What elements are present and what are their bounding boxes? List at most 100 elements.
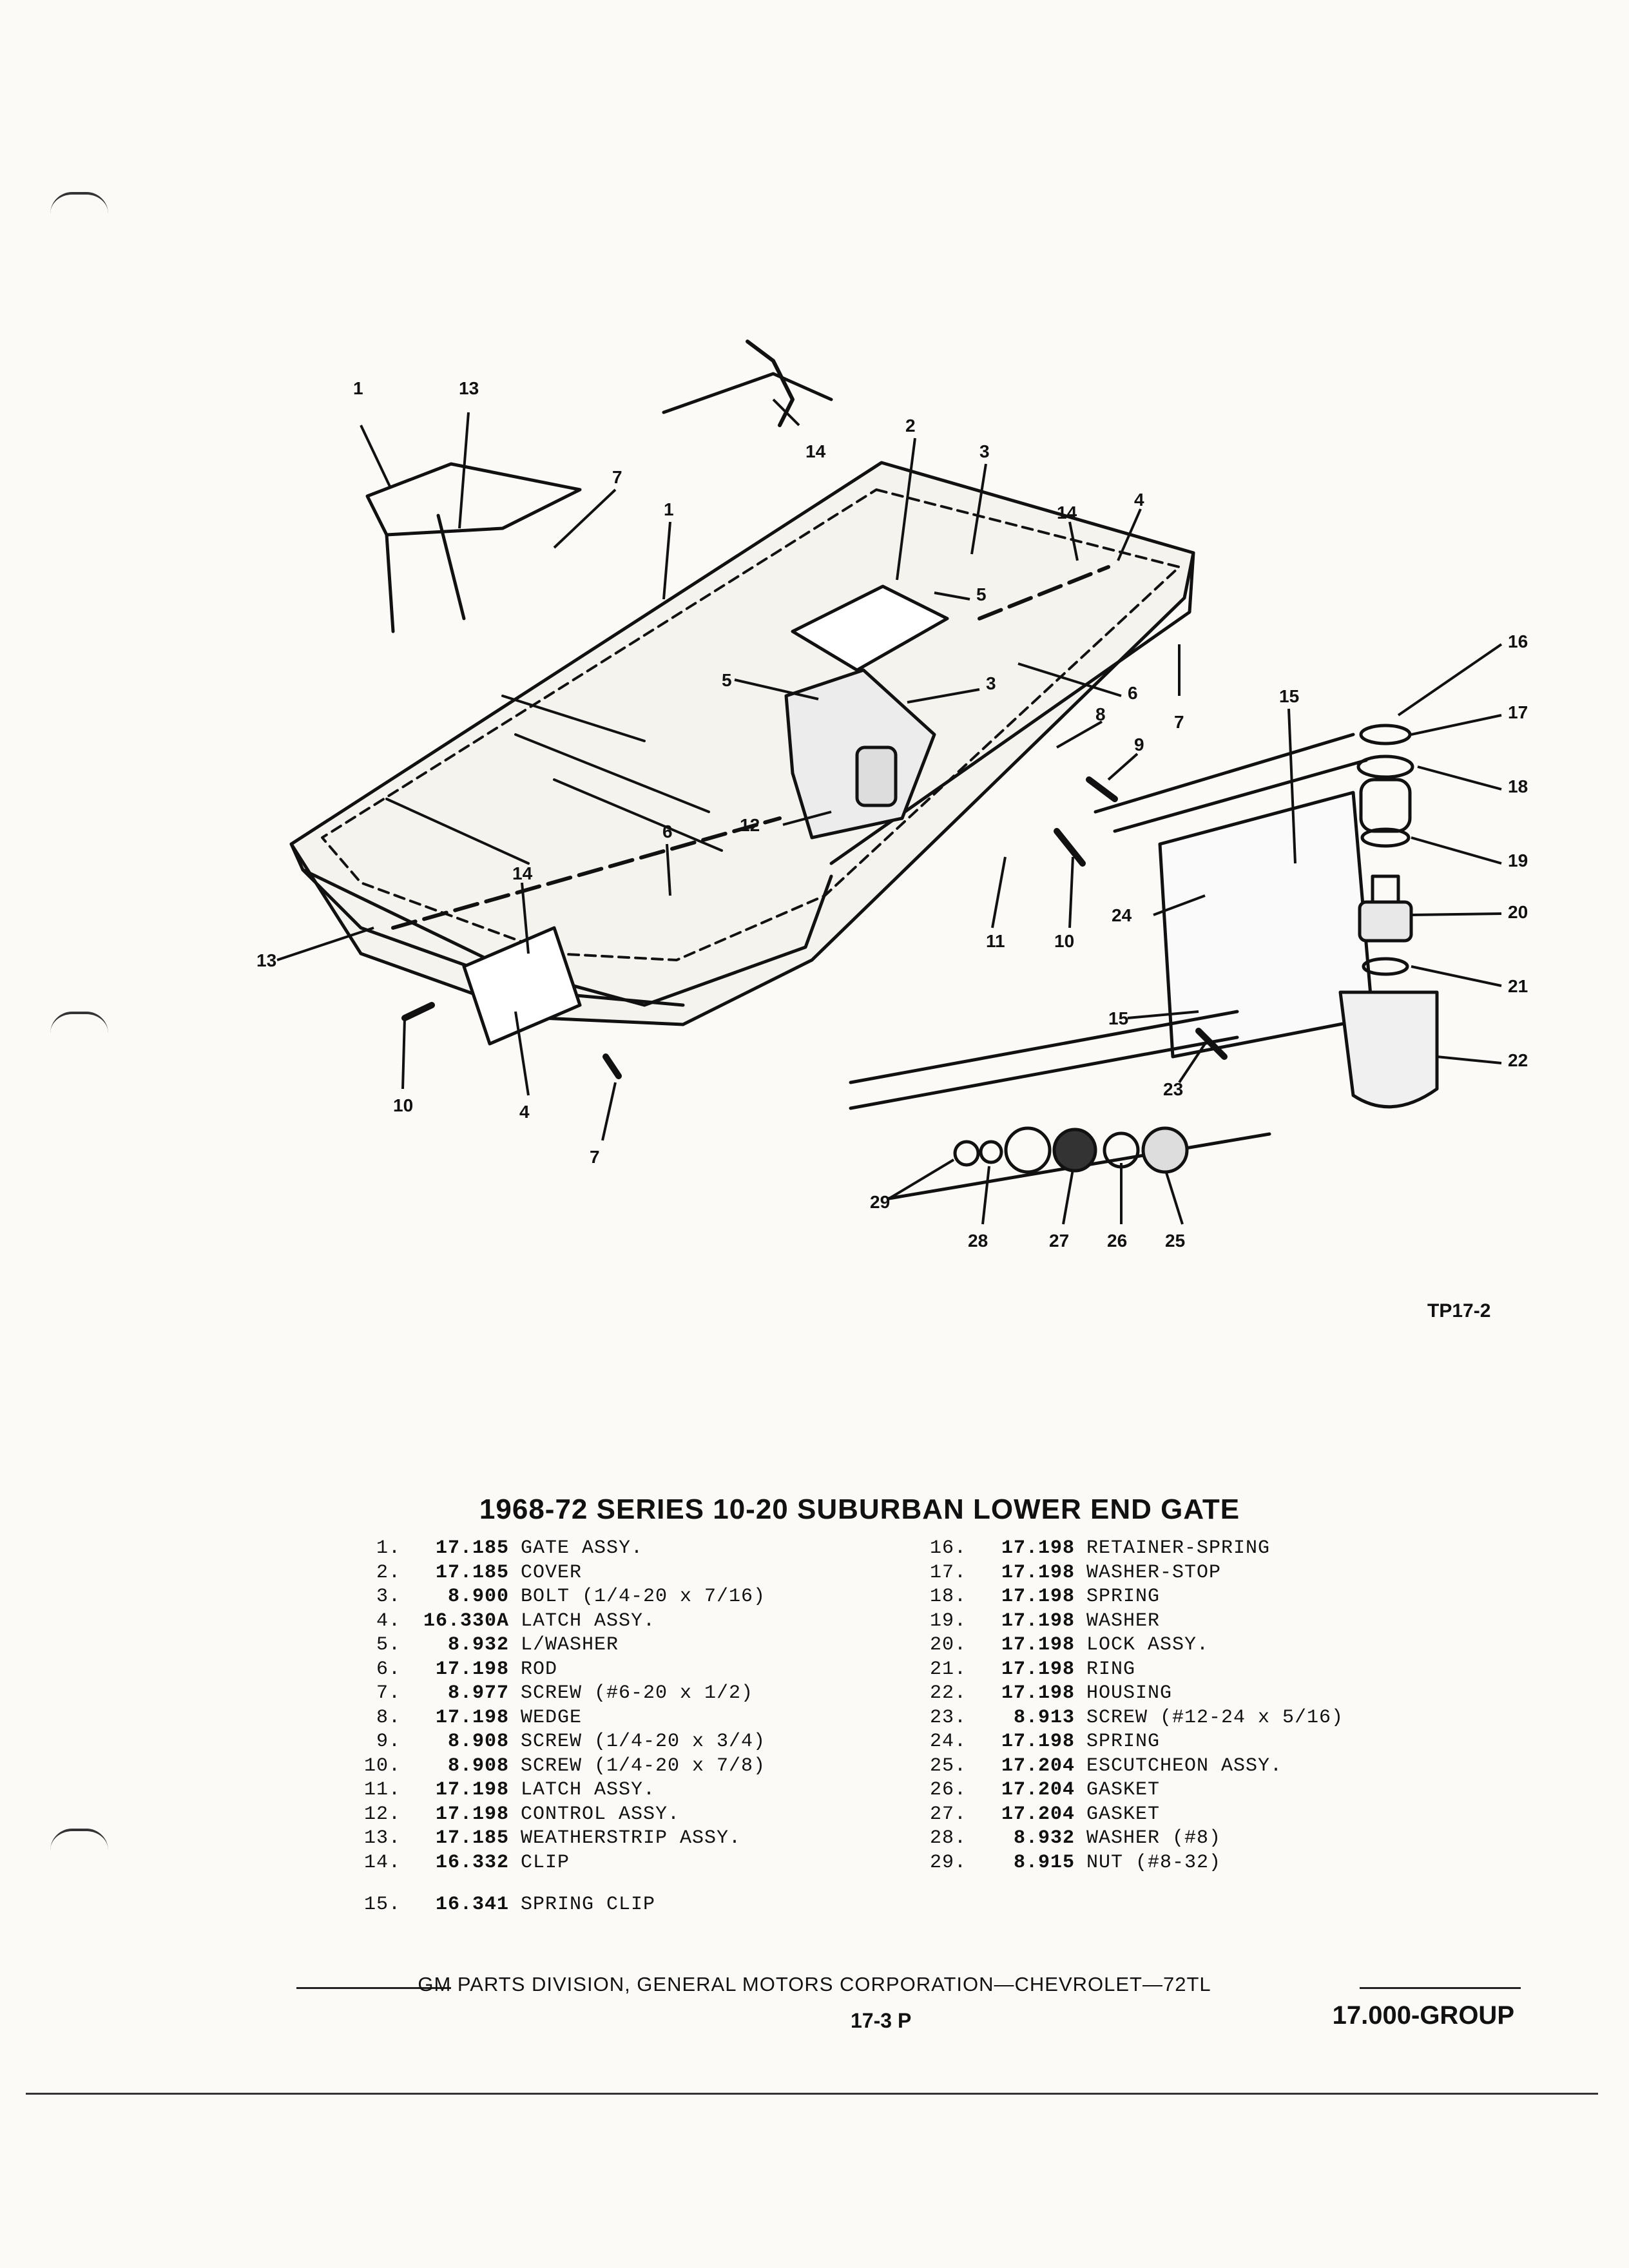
part-number: 2. [376, 1561, 401, 1584]
part-number: 19. [929, 1610, 967, 1632]
parts-row: 19. 17.198 WASHER [927, 1610, 1344, 1634]
callout-label: 1 [353, 378, 363, 398]
footer-rule-right [1360, 1987, 1521, 1989]
part-number: 4. [376, 1610, 401, 1632]
parts-row: 7. 8.977 SCREW (#6-20 x 1/2) [361, 1682, 766, 1706]
part-description: ROD [521, 1658, 558, 1680]
callout-label: 15 [1108, 1008, 1128, 1028]
callout-label: 2 [905, 416, 916, 436]
part-code: 17.198 [435, 1803, 509, 1825]
callout-label: 7 [590, 1147, 600, 1167]
part-code: 8.932 [447, 1634, 509, 1656]
part-description: L/WASHER [521, 1634, 619, 1656]
callout-label: 26 [1107, 1231, 1127, 1251]
part-number: 7. [376, 1682, 401, 1704]
callout-label: 4 [1134, 490, 1144, 510]
binder-hole-mark [50, 1012, 108, 1033]
part-description: SCREW (1/4-20 x 3/4) [521, 1731, 766, 1753]
part-code: 17.198 [1001, 1610, 1075, 1632]
part-number: 1. [376, 1537, 401, 1559]
part-description: WASHER (#8) [1086, 1827, 1222, 1849]
part-number: 13. [363, 1827, 401, 1849]
part-code: 17.198 [1001, 1658, 1075, 1680]
part-number: 16. [929, 1537, 967, 1559]
part-description: CLIP [521, 1851, 570, 1874]
page-number: 17-3 P [851, 2009, 912, 2032]
part-code: 8.932 [1013, 1827, 1075, 1849]
part-code: 8.913 [1013, 1706, 1075, 1729]
part-code: 16.341 [435, 1894, 509, 1916]
part-number: 15. [363, 1894, 401, 1916]
callout-label: 1 [664, 499, 674, 519]
part-number: 20. [929, 1634, 967, 1656]
part-code: 8.977 [447, 1682, 509, 1704]
callout-label: 4 [519, 1102, 530, 1122]
part-description: BOLT (1/4-20 x 7/16) [521, 1586, 766, 1608]
part-number: 21. [929, 1658, 967, 1680]
callout-label: 20 [1508, 902, 1528, 922]
callout-label: 5 [976, 584, 987, 604]
callout-label: 15 [1279, 686, 1299, 706]
figure-code: TP17-2 [1427, 1300, 1491, 1321]
part-number: 17. [929, 1561, 967, 1584]
part-description: WASHER [1086, 1610, 1161, 1632]
callout-label: 18 [1508, 776, 1528, 796]
callout-label: 24 [1112, 905, 1132, 925]
part-description: GASKET [1086, 1779, 1161, 1801]
part-number: 6. [376, 1658, 401, 1680]
part-code: 17.204 [1001, 1779, 1075, 1801]
footer-rule-left [296, 1987, 451, 1989]
part-number: 23. [929, 1706, 967, 1729]
part-number: 22. [929, 1682, 967, 1704]
part-code: 17.204 [1001, 1803, 1075, 1825]
part-description: SCREW (1/4-20 x 7/8) [521, 1754, 766, 1777]
part-number: 9. [376, 1731, 401, 1753]
part-code: 8.908 [447, 1754, 509, 1777]
part-number: 14. [363, 1851, 401, 1874]
callout-label: 11 [986, 931, 1005, 951]
part-number: 26. [929, 1779, 967, 1801]
callout-label: 25 [1165, 1231, 1185, 1251]
callout-label: 7 [1174, 712, 1184, 732]
part-number: 11. [363, 1779, 401, 1801]
part-description: SCREW (#6-20 x 1/2) [521, 1682, 754, 1704]
callout-label: 23 [1163, 1079, 1183, 1099]
callout-label: 7 [612, 467, 622, 487]
footer-publisher: GM PARTS DIVISION, GENERAL MOTORS CORPOR… [418, 1973, 1211, 1995]
part-description: SPRING [1086, 1586, 1161, 1608]
part-code: 17.198 [1001, 1731, 1075, 1753]
callout-label: 8 [1095, 704, 1106, 724]
callout-label: 14 [805, 441, 826, 461]
part-description: LATCH ASSY. [521, 1779, 656, 1801]
part-description: RING [1086, 1658, 1136, 1680]
part-number: 3. [376, 1586, 401, 1608]
callout-label: 12 [740, 815, 760, 835]
group-number: 17.000-GROUP [1332, 2001, 1514, 2030]
part-code: 17.198 [435, 1658, 509, 1680]
part-description: WEDGE [521, 1706, 583, 1729]
parts-row: 26. 17.204 GASKET [927, 1778, 1344, 1803]
callout-label: 9 [1134, 735, 1144, 754]
part-description: RETAINER-SPRING [1086, 1537, 1271, 1559]
part-description: ESCUTCHEON ASSY. [1086, 1754, 1283, 1777]
callout-label: 21 [1508, 976, 1528, 996]
callout-label: 19 [1508, 850, 1528, 870]
